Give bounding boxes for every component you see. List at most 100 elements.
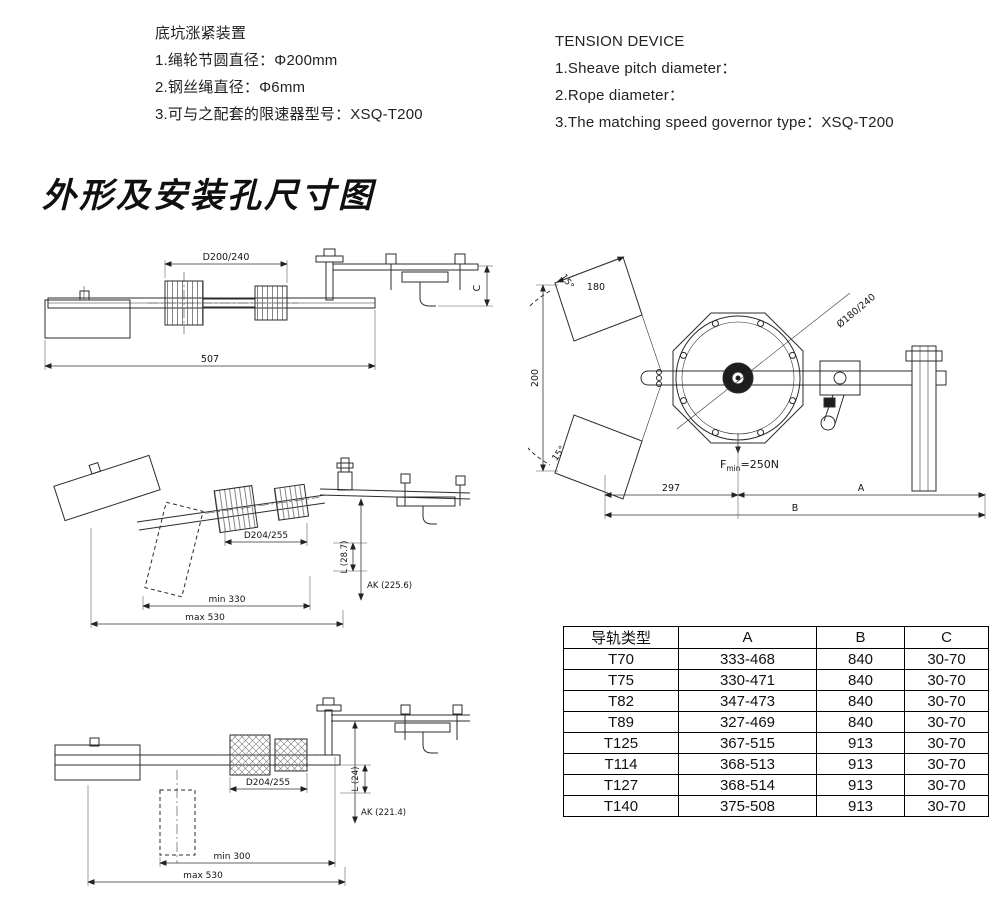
rail-clamp: [819, 360, 861, 431]
rope-hitch-block: [254, 285, 288, 321]
rail-type-cell: T140: [563, 795, 679, 817]
drawing-side-view: D200/240 507 C: [44, 248, 493, 370]
dim-value-cell: 347-473: [678, 690, 817, 712]
tension-roller: [820, 415, 836, 431]
dim-label-ak: AK (221.4): [361, 808, 406, 818]
rail-clip: [401, 271, 449, 283]
tension-arm: [640, 369, 912, 387]
dim-value-cell: 913: [816, 753, 905, 775]
rail-type-cell: T70: [563, 648, 679, 670]
dim-value-cell: 840: [816, 690, 905, 712]
angle-label-top: 15°: [558, 272, 575, 291]
dim-label-200: 200: [530, 369, 541, 387]
dim-label-pitch-diameter: D204/255: [244, 531, 288, 541]
dim-value-cell: 327-469: [678, 711, 817, 733]
dim-label-pitch-diameter: D204/255: [246, 778, 290, 788]
spec-block-chinese: 底坑涨紧装置 1.绳轮节圆直径：Φ200mm 2.钢丝绳直径：Φ6mm 3.可与…: [155, 20, 423, 128]
dim-value-cell: 30-70: [904, 774, 989, 796]
drawing-tilted-view: D204/255 L (28.7) AK (225.6) min 330 max…: [53, 454, 471, 628]
phantom-position-outline: [159, 789, 196, 856]
dim-value-cell: 330-471: [678, 669, 817, 691]
dim-label-min: min 330: [208, 595, 245, 605]
rope-hook: [422, 732, 438, 754]
dim-label-pitch-diameter: D200/240: [203, 252, 250, 263]
dim-label-c: C: [472, 284, 483, 291]
dim-label-b: B: [792, 503, 799, 514]
support-bracket: [325, 261, 334, 301]
bottom-view-dimensions: D204/255 L (24) AK (221.4) min 300 max 5…: [87, 721, 406, 886]
top-plate: [332, 263, 479, 271]
section-title: 外形及安装孔尺寸图: [42, 176, 375, 216]
rail-clip: [394, 704, 463, 754]
tension-sheave: [672, 292, 851, 444]
drawing-front-view: 180 15° 15° 200 Ø180/240 Fmin=250N 297 A…: [528, 256, 986, 519]
support-bracket: [316, 697, 342, 756]
dim-label-total-width: 507: [201, 354, 219, 365]
drawing-bottom-view: D204/255 L (24) AK (221.4) min 300 max 5…: [54, 697, 470, 886]
dim-value-cell: 913: [816, 795, 905, 817]
side-view-dimensions: D200/240 507 C: [44, 252, 493, 370]
tension-weight-box: [54, 744, 141, 781]
dim-value-cell: 913: [816, 774, 905, 796]
sheave-assembly-tilted: [205, 483, 320, 534]
sheave-guard-octagon: [672, 312, 804, 444]
sheave-assembly: [215, 734, 325, 776]
dim-value-cell: 333-468: [678, 648, 817, 670]
spec-title-en: TENSION DEVICE: [555, 33, 685, 50]
dim-value-cell: 30-70: [904, 711, 989, 733]
front-view-geometry: [528, 256, 947, 500]
dim-value-cell: 840: [816, 711, 905, 733]
tilted-view-dimensions: D204/255 L (28.7) AK (225.6) min 330 max…: [90, 498, 412, 628]
table-header-row: 导轨类型 A B C: [563, 626, 989, 649]
diameter-leader-line: [676, 292, 851, 430]
col-header-rail-type: 导轨类型: [563, 626, 679, 649]
dim-label-l: L (24): [351, 767, 361, 792]
dim-label-min: min 300: [213, 852, 250, 862]
front-view-dimensions: 180 15° 15° 200 Ø180/240 Fmin=250N 297 A…: [530, 256, 986, 519]
col-header-b: B: [816, 626, 905, 649]
spec-item-en-1: 1.Sheave pitch diameter：: [555, 60, 737, 77]
dim-label-ak: AK (225.6): [367, 581, 412, 591]
tension-weight-box: [44, 299, 131, 339]
spec-item-cn-2: 2.钢丝绳直径：Φ6mm: [155, 79, 306, 96]
dim-label-max: max 530: [183, 871, 223, 881]
dim-label-l: L (28.7): [340, 541, 350, 574]
rail-type-cell: T75: [563, 669, 679, 691]
dim-label-a: A: [858, 483, 865, 494]
rail-type-cell: T127: [563, 774, 679, 796]
dim-value-cell: 368-513: [678, 753, 817, 775]
bottom-view-geometry: [54, 697, 470, 863]
dim-value-cell: 367-515: [678, 732, 817, 754]
rail-type-cell: T125: [563, 732, 679, 754]
dim-value-cell: 30-70: [904, 732, 989, 754]
dim-value-cell: 30-70: [904, 648, 989, 670]
dim-value-cell: 30-70: [904, 690, 989, 712]
dim-value-cell: 30-70: [904, 795, 989, 817]
rail-type-cell: T89: [563, 711, 679, 733]
spec-item-cn-1: 1.绳轮节圆直径：Φ200mm: [155, 52, 338, 69]
angle-label-bottom: 15°: [551, 444, 568, 463]
dim-value-cell: 30-70: [904, 753, 989, 775]
guide-rail-section: [905, 345, 947, 492]
spec-block-english: TENSION DEVICE 1.Sheave pitch diameter： …: [555, 28, 894, 136]
dim-label-297: 297: [662, 483, 680, 494]
rope-hook: [419, 282, 436, 307]
force-value: =250N: [740, 458, 778, 471]
spec-title-cn: 底坑涨紧装置: [155, 25, 247, 42]
dim-value-cell: 375-508: [678, 795, 817, 817]
top-plate: [319, 488, 471, 494]
side-view-geometry: [44, 248, 479, 339]
dim-value-cell: 368-514: [678, 774, 817, 796]
spec-item-en-2: 2.Rope diameter：: [555, 87, 685, 104]
rail-clip: [396, 473, 466, 525]
col-header-c: C: [904, 626, 989, 649]
